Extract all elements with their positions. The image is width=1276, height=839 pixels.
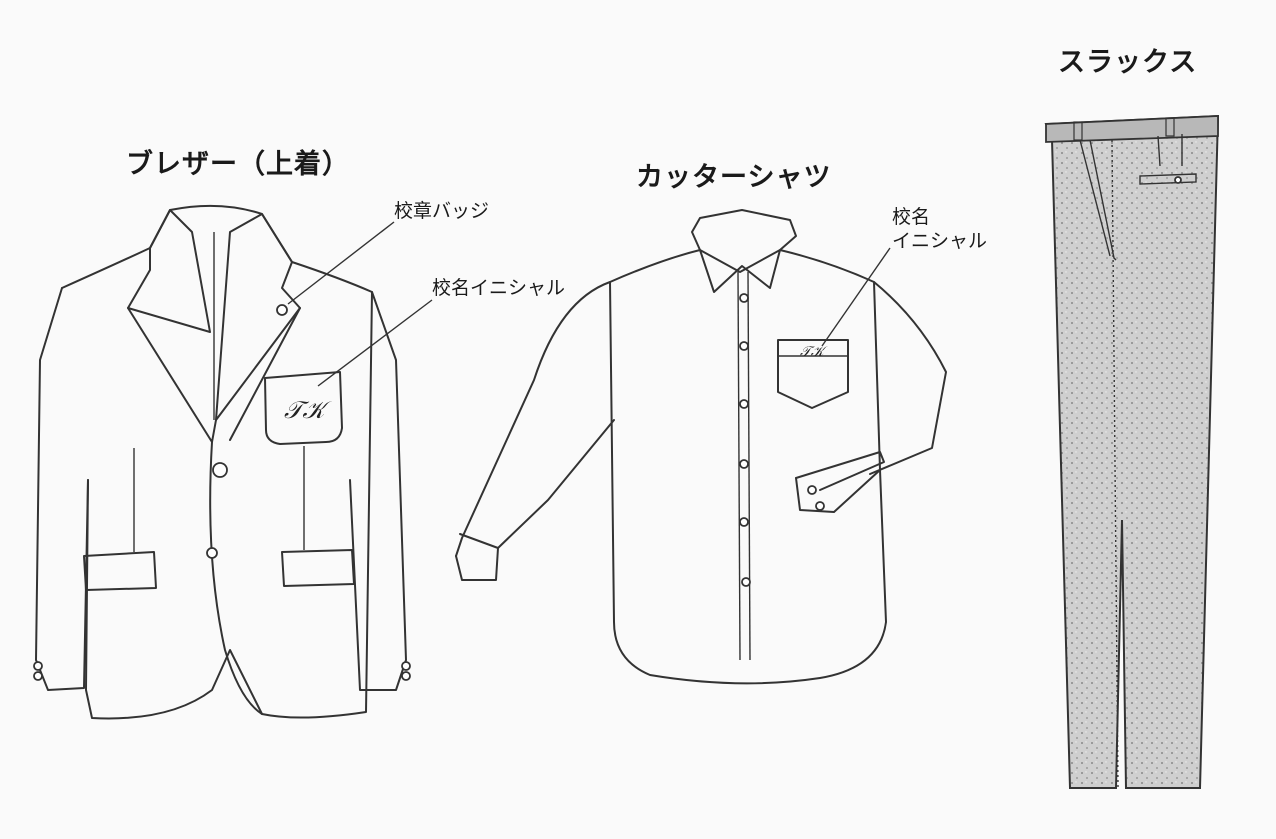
slacks-title: スラックス bbox=[1058, 47, 1198, 78]
shirt-initial-callout-line2: イニシャル bbox=[892, 230, 988, 252]
blazer-initial-mark: 𝒯𝒦 bbox=[284, 396, 332, 424]
blazer-drawing bbox=[33, 204, 411, 720]
shirt-initial-mark: 𝒯𝒦 bbox=[800, 344, 829, 360]
blazer-initial-callout: 校名イニシャル bbox=[432, 277, 566, 299]
shirt-initial-callout-line1: 校名 bbox=[892, 206, 931, 228]
school-badge-icon bbox=[276, 304, 288, 316]
shirt-initial-leader-line bbox=[821, 247, 891, 347]
blazer-title: ブレザー（上着） bbox=[126, 149, 350, 180]
slacks-drawing bbox=[1044, 114, 1220, 789]
shirt-drawing bbox=[455, 209, 947, 685]
shirt-title: カッターシャツ bbox=[636, 162, 832, 193]
badge-callout: 校章バッジ bbox=[394, 200, 490, 222]
badge-leader-line bbox=[287, 221, 395, 305]
blazer-initial-leader-line bbox=[317, 299, 433, 387]
